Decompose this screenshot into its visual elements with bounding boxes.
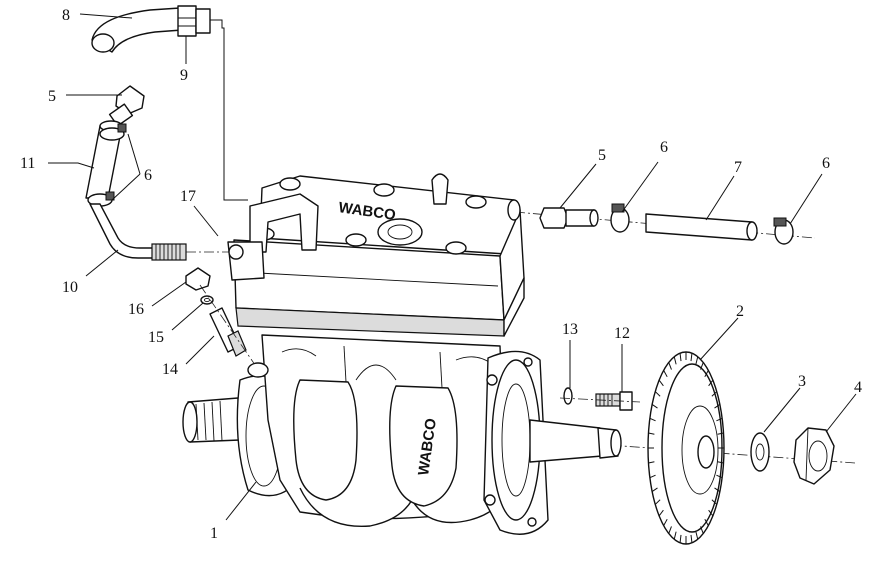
- gear-tooth: [649, 417, 656, 422]
- part-6-clamp-a: [610, 203, 630, 233]
- callout-13: 13: [562, 321, 578, 338]
- callout-12: 12: [614, 325, 630, 342]
- gear-tooth: [704, 370, 709, 378]
- part-6-clamp-b: [773, 217, 794, 245]
- gear-tooth: [704, 518, 709, 526]
- gear-tooth: [695, 531, 699, 540]
- gear-tooth: [679, 353, 682, 362]
- callout-7: 7: [734, 159, 742, 176]
- gear-tooth: [717, 461, 724, 464]
- left-hose-assembly: [85, 85, 232, 261]
- part-9-fitting: [177, 5, 211, 37]
- gear-tooth: [714, 487, 721, 492]
- callout-6-right: 6: [822, 155, 830, 172]
- spring-coil: [151, 243, 187, 261]
- callout-5-right: 5: [598, 147, 606, 164]
- gear-tooth: [663, 370, 668, 378]
- part-14-stud: [199, 284, 263, 376]
- callout-labels: 8 9 5 11 6 17 10 16 15 14 1 5 6 7 6 13 1…: [20, 7, 862, 542]
- gear-tooth: [663, 518, 668, 526]
- gear-tooth: [651, 487, 658, 492]
- gear-tooth: [673, 356, 677, 365]
- gear-tooth: [654, 391, 661, 397]
- gear-tooth: [700, 362, 704, 370]
- gear-tooth: [668, 362, 672, 370]
- callout-6-left: 6: [144, 167, 152, 184]
- callout-3: 3: [798, 373, 806, 390]
- gear-tooth: [648, 461, 655, 464]
- gear-tooth: [695, 356, 699, 365]
- callout-5-left: 5: [48, 88, 56, 105]
- callout-10: 10: [62, 279, 78, 296]
- callout-14: 14: [162, 361, 178, 378]
- gear-tooth: [690, 534, 693, 543]
- part-2-gear: [647, 351, 725, 545]
- gear-tooth: [700, 526, 704, 534]
- part-7-tube: [645, 213, 758, 241]
- gear-tooth: [708, 509, 714, 517]
- callout-16: 16: [128, 301, 144, 318]
- gear-tooth: [711, 391, 718, 397]
- callout-1: 1: [210, 525, 218, 542]
- callout-8: 8: [62, 7, 70, 24]
- part-12-screw: [559, 391, 641, 411]
- gear-tooth: [648, 432, 655, 435]
- callout-9: 9: [180, 67, 188, 84]
- gear-tooth: [717, 432, 724, 435]
- part-13-lock-washer: [563, 387, 573, 405]
- gear-tooth: [658, 379, 664, 387]
- callout-2: 2: [736, 303, 744, 320]
- cylinder-head: WABCO: [227, 173, 525, 337]
- gear-tooth: [711, 499, 718, 505]
- gear-tooth: [714, 404, 721, 409]
- leader-lines: [48, 13, 857, 521]
- callout-11: 11: [20, 155, 35, 172]
- part-8-hose: [91, 7, 183, 53]
- gear-tooth: [716, 474, 723, 479]
- gear-tooth: [716, 417, 723, 422]
- part-3-washer: [750, 432, 770, 472]
- gear-teeth: [648, 352, 724, 544]
- compressor-body: WABCO: [182, 334, 622, 535]
- gear-tooth: [658, 509, 664, 517]
- callout-15: 15: [148, 329, 164, 346]
- part-16-bolt: [185, 267, 211, 291]
- gear-tooth: [708, 379, 714, 387]
- part-4-nut: [793, 427, 835, 485]
- gear-tooth: [673, 531, 677, 540]
- gear-tooth: [649, 474, 656, 479]
- part-5-fitting-right: [539, 207, 599, 229]
- gear-tooth: [654, 499, 661, 505]
- gear-tooth: [668, 526, 672, 534]
- gear-tooth: [679, 534, 682, 543]
- callout-6-mid: 6: [660, 139, 668, 156]
- callout-4: 4: [854, 379, 862, 396]
- part-15-washer: [200, 295, 214, 305]
- callout-17: 17: [180, 188, 196, 205]
- gear-tooth: [690, 353, 693, 362]
- gear-tooth: [651, 404, 658, 409]
